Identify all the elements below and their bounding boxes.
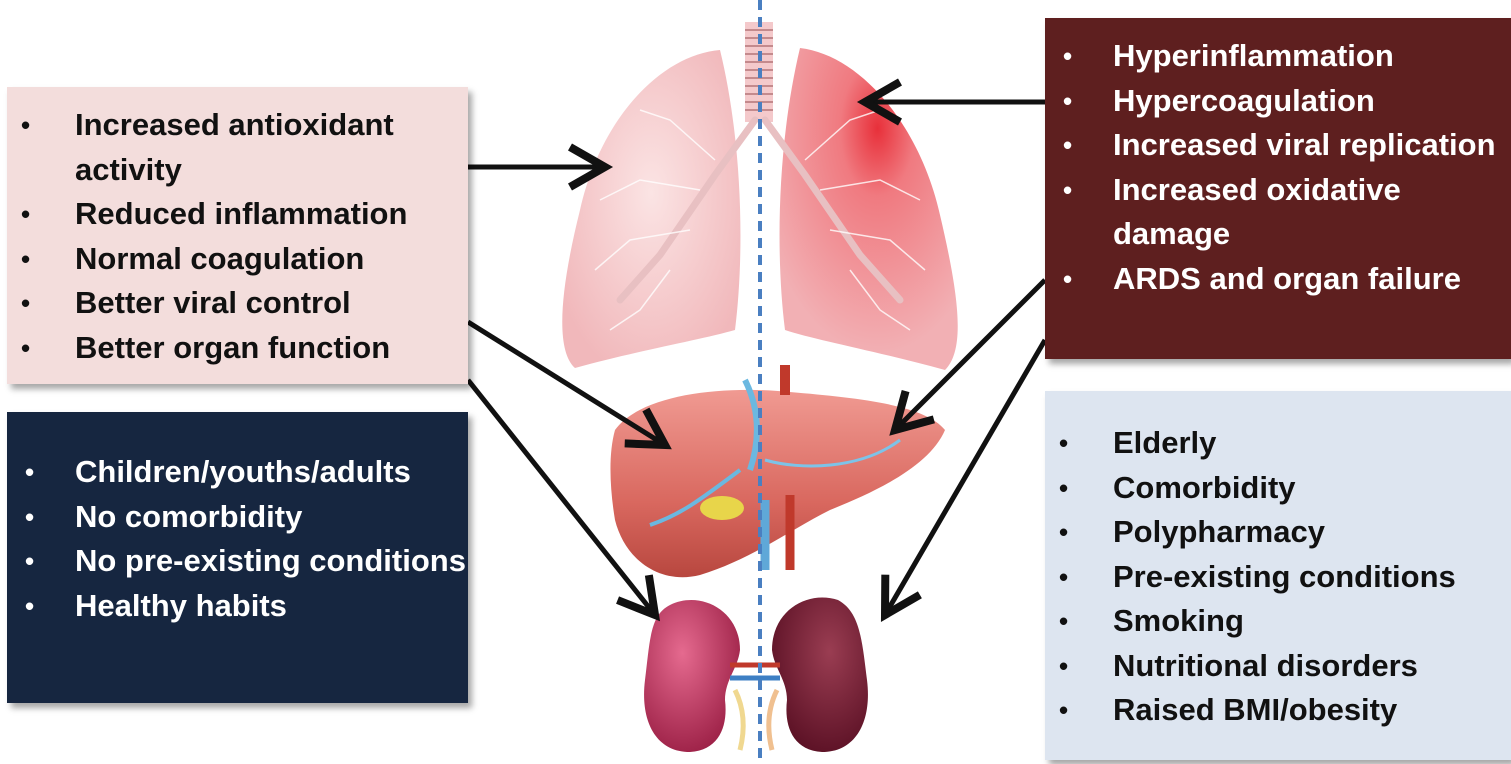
low-risk-profile-box: Children/youths/adults No comorbidity No… <box>7 412 468 703</box>
high-risk-profile-list: Elderly Comorbidity Polypharmacy Pre-exi… <box>1045 421 1511 733</box>
list-item: Polypharmacy <box>1045 510 1511 555</box>
list-item: Pre-existing conditions <box>1045 555 1511 600</box>
list-item: Increased antioxidant activity <box>7 103 468 192</box>
list-item: Comorbidity <box>1045 466 1511 511</box>
list-item: No pre-existing conditions <box>7 539 468 584</box>
adverse-outcomes-box: Hyperinflammation Hypercoagulation Incre… <box>1045 18 1511 359</box>
list-item: Smoking <box>1045 599 1511 644</box>
list-item: Children/youths/adults <box>7 450 468 495</box>
arrow-to-right-kidney <box>885 340 1045 615</box>
list-item: Increased viral replication <box>1045 123 1511 168</box>
low-risk-profile-list: Children/youths/adults No comorbidity No… <box>7 450 468 628</box>
list-item: Reduced inflammation <box>7 192 468 237</box>
list-item: No comorbidity <box>7 495 468 540</box>
adverse-outcomes-list: Hyperinflammation Hypercoagulation Incre… <box>1045 34 1511 301</box>
list-item: Raised BMI/obesity <box>1045 688 1511 733</box>
list-item: Normal coagulation <box>7 237 468 282</box>
high-risk-profile-box: Elderly Comorbidity Polypharmacy Pre-exi… <box>1045 391 1511 760</box>
list-item: Better viral control <box>7 281 468 326</box>
kidneys-illustration <box>644 597 868 752</box>
protective-outcomes-box: Increased antioxidant activity Reduced i… <box>7 87 468 384</box>
list-item: Better organ function <box>7 326 468 371</box>
list-item: Increased oxidative damage <box>1045 168 1511 257</box>
liver-illustration <box>610 365 945 577</box>
list-item: Healthy habits <box>7 584 468 629</box>
protective-outcomes-list: Increased antioxidant activity Reduced i… <box>7 103 468 370</box>
list-item: Hyperinflammation <box>1045 34 1511 79</box>
list-item: Hypercoagulation <box>1045 79 1511 124</box>
list-item: Nutritional disorders <box>1045 644 1511 689</box>
list-item: ARDS and organ failure <box>1045 257 1511 302</box>
list-item: Elderly <box>1045 421 1511 466</box>
